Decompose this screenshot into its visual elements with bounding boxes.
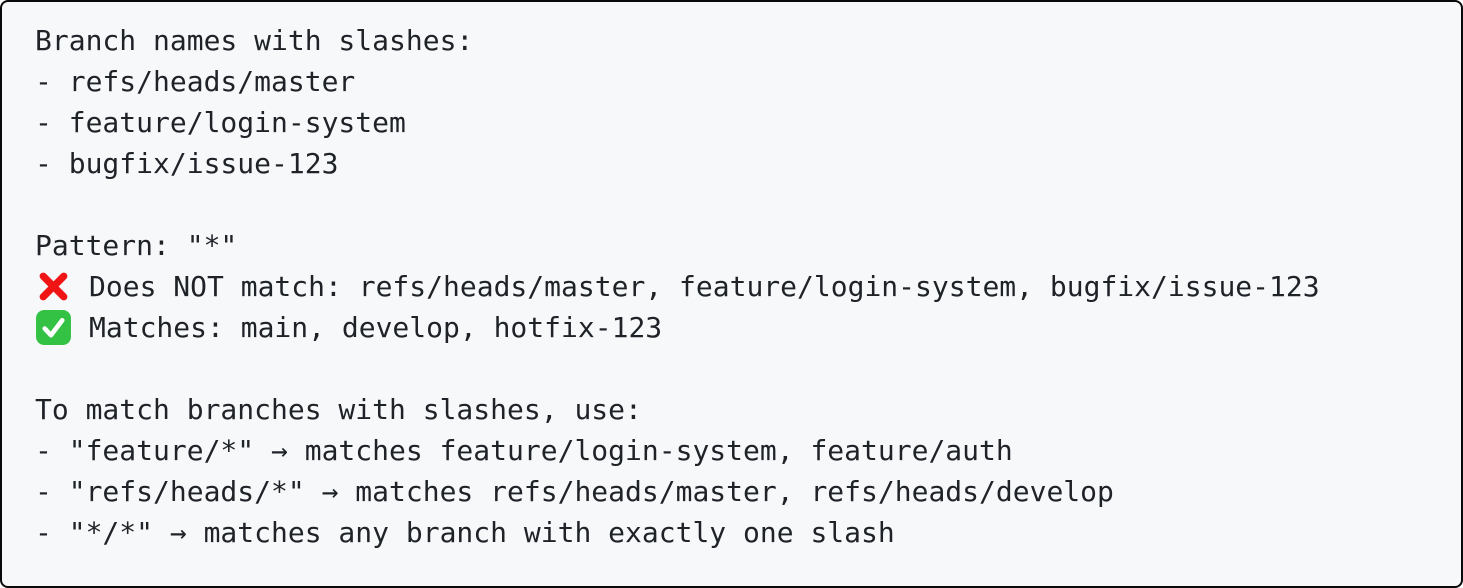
code-line: - feature/login-system bbox=[35, 102, 1428, 143]
line-text: - refs/heads/master bbox=[35, 65, 356, 98]
cross-mark-icon bbox=[35, 268, 72, 305]
code-block: Branch names with slashes: - refs/heads/m… bbox=[35, 20, 1428, 553]
code-line: Matches: main, develop, hotfix-123 bbox=[35, 307, 1428, 348]
check-mark-icon bbox=[35, 309, 72, 346]
code-line: - "feature/*" → matches feature/login-sy… bbox=[35, 430, 1428, 471]
line-text: - "feature/*" → matches feature/login-sy… bbox=[35, 434, 1013, 467]
code-line: - bugfix/issue-123 bbox=[35, 143, 1428, 184]
line-text: Branch names with slashes: bbox=[35, 24, 474, 57]
line-text: - "refs/heads/*" → matches refs/heads/ma… bbox=[35, 475, 1114, 508]
code-line: Branch names with slashes: bbox=[35, 20, 1428, 61]
blank-line bbox=[35, 184, 1428, 225]
code-line: - refs/heads/master bbox=[35, 61, 1428, 102]
line-text: To match branches with slashes, use: bbox=[35, 393, 642, 426]
code-line: - "*/*" → matches any branch with exactl… bbox=[35, 512, 1428, 553]
line-text: - feature/login-system bbox=[35, 106, 406, 139]
code-line: Pattern: "*" bbox=[35, 225, 1428, 266]
line-text: Does NOT match: refs/heads/master, featu… bbox=[89, 270, 1320, 303]
line-text: - "*/*" → matches any branch with exactl… bbox=[35, 516, 895, 549]
code-line: - "refs/heads/*" → matches refs/heads/ma… bbox=[35, 471, 1428, 512]
code-line: Does NOT match: refs/heads/master, featu… bbox=[35, 266, 1428, 307]
code-line: To match branches with slashes, use: bbox=[35, 389, 1428, 430]
blank-line bbox=[35, 348, 1428, 389]
line-text: Matches: main, develop, hotfix-123 bbox=[89, 311, 663, 344]
line-text: - bugfix/issue-123 bbox=[35, 147, 339, 180]
line-text: Pattern: "*" bbox=[35, 229, 238, 262]
